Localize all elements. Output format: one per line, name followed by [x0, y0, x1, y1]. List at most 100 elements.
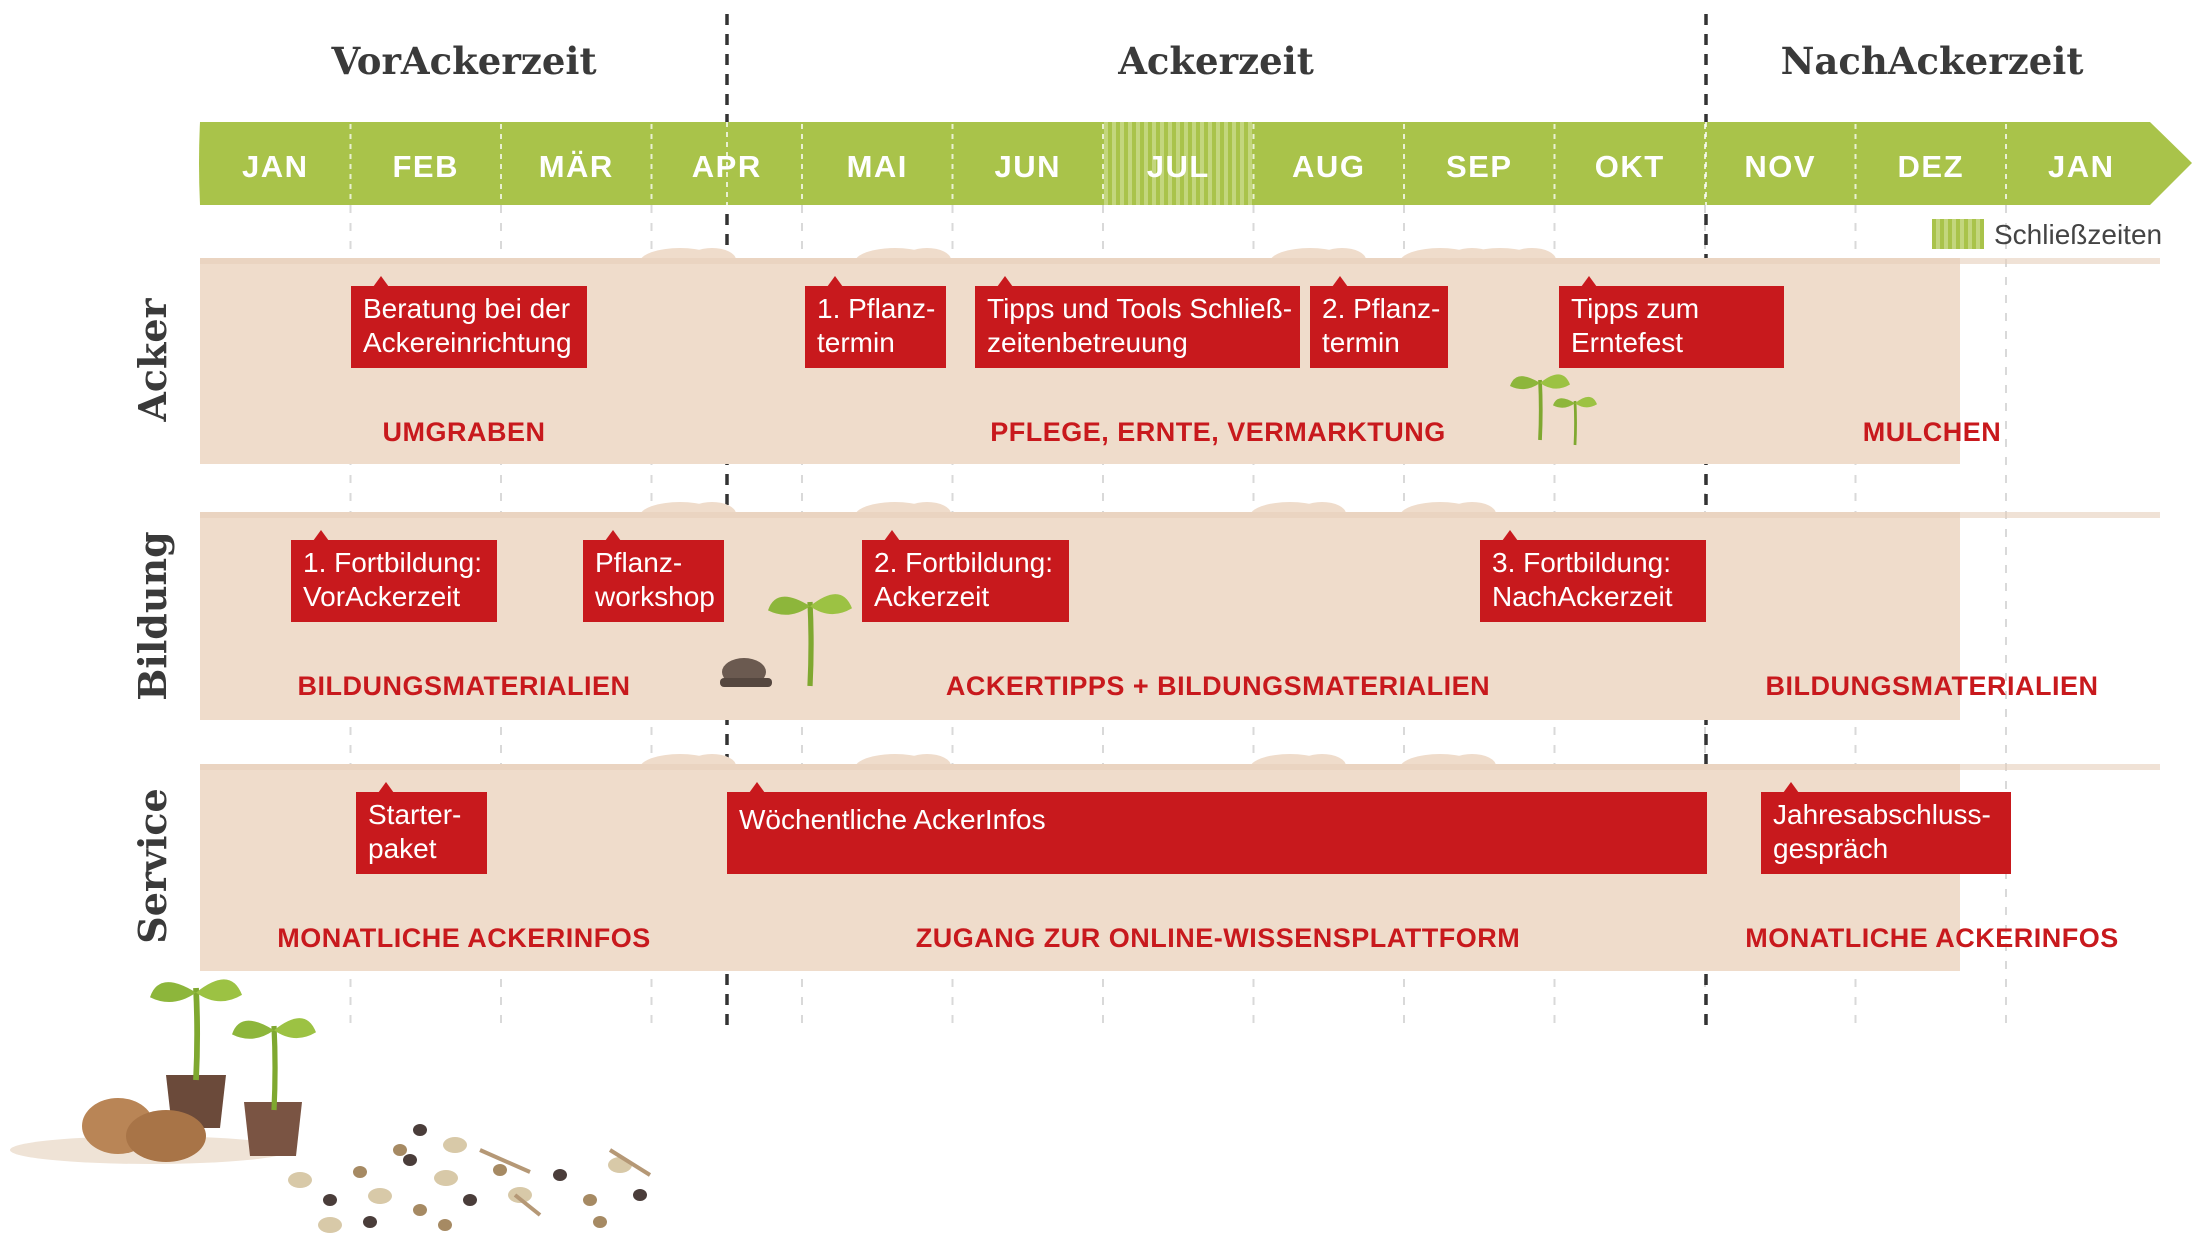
seed: [633, 1189, 647, 1201]
straw: [513, 1193, 542, 1217]
seed: [438, 1219, 452, 1231]
event-pointer: [378, 782, 394, 793]
event-box: 2. Pflanz-termin: [1310, 276, 1448, 368]
seed: [403, 1154, 417, 1166]
row-band-edge: [200, 512, 2160, 518]
plant-pot: [244, 1102, 302, 1156]
legend-swatch: [1932, 219, 1984, 249]
event-text: zeitenbetreuung: [987, 327, 1188, 358]
month-label: JUN: [994, 149, 1061, 184]
seed: [413, 1124, 427, 1136]
event-text: termin: [1322, 327, 1400, 358]
event-rect: [1480, 540, 1706, 622]
seed: [413, 1204, 427, 1216]
event-pointer: [1581, 276, 1597, 287]
event-rect: [805, 286, 946, 368]
plants-and-seeds-illustration: [10, 1075, 652, 1233]
activity-label: ZUGANG ZUR ONLINE-WISSENSPLATTFORM: [916, 923, 1520, 953]
row-band-edge: [200, 764, 2160, 770]
month-label: AUG: [1292, 149, 1365, 184]
activity-label: BILDUNGSMATERIALIEN: [298, 671, 631, 701]
seed: [508, 1187, 532, 1203]
sprout-icon: [1510, 374, 1570, 441]
event-text: Erntefest: [1571, 327, 1683, 358]
month-label: DEZ: [1898, 149, 1965, 184]
event-rect: [291, 540, 497, 622]
seed: [363, 1216, 377, 1228]
seed: [288, 1172, 312, 1188]
closure-month-highlight: [1103, 122, 1254, 205]
seed: [368, 1188, 392, 1204]
event-pointer: [997, 276, 1013, 287]
event-pointer: [884, 530, 900, 541]
legend-label: Schließzeiten: [1994, 219, 2162, 250]
seed: [443, 1137, 467, 1153]
sprout-icon: [232, 1018, 316, 1111]
event-pointer: [1332, 276, 1348, 287]
month-label: JAN: [2048, 149, 2115, 184]
month-label: JAN: [242, 149, 309, 184]
phase-heading: NachAckerzeit: [1781, 39, 2084, 83]
activity-label: MULCHEN: [1863, 417, 2002, 447]
event-text: NachAckerzeit: [1492, 581, 1673, 612]
event-text: 1. Fortbildung:: [303, 547, 482, 578]
activity-label: PFLEGE, ERNTE, VERMARKTUNG: [990, 417, 1446, 447]
event-text: paket: [368, 833, 437, 864]
month-label: MÄR: [539, 149, 614, 184]
month-label: JUL: [1147, 149, 1210, 184]
event-pointer: [827, 276, 843, 287]
phase-heading: VorAckerzeit: [330, 39, 596, 83]
event-box: Tipps und Tools Schließ-zeitenbetreuung: [975, 276, 1300, 368]
event-text: Ackerzeit: [874, 581, 989, 612]
event-pointer: [605, 530, 621, 541]
event-box: Pflanz-workshop: [583, 530, 724, 622]
event-text: 2. Fortbildung:: [874, 547, 1053, 578]
event-pointer: [1783, 782, 1799, 793]
event-rect: [351, 286, 587, 368]
event-pointer: [1502, 530, 1518, 541]
row-bildung: Bildung 1. Fortbildung:VorAckerzeit Pflanz…: [130, 502, 2160, 720]
event-text: Pflanz-: [595, 547, 682, 578]
seed: [353, 1166, 367, 1178]
event-text: Jahresabschluss-: [1773, 799, 1991, 830]
event-pointer: [373, 276, 389, 287]
sprout-icon: [150, 979, 242, 1081]
event-pointer: [749, 782, 765, 793]
month-label: FEB: [393, 149, 460, 184]
row-label: Bildung: [130, 531, 175, 700]
event-box: 1. Fortbildung:VorAckerzeit: [291, 530, 497, 622]
event-text: VorAckerzeit: [303, 581, 460, 612]
seed: [393, 1144, 407, 1156]
activity-label: UMGRABEN: [383, 417, 546, 447]
activity-label: BILDUNGSMATERIALIEN: [1766, 671, 2099, 701]
event-text: workshop: [594, 581, 715, 612]
event-rect: [1310, 286, 1448, 368]
seed: [434, 1170, 458, 1186]
event-box: Wöchentliche AckerInfos: [727, 782, 1707, 874]
seed: [493, 1164, 507, 1176]
snail-icon: [720, 658, 772, 687]
event-box: 2. Fortbildung:Ackerzeit: [862, 530, 1069, 622]
event-rect: [356, 792, 487, 874]
event-text: 1. Pflanz-: [817, 293, 935, 324]
row-band-edge: [200, 258, 2160, 264]
event-text: Tipps zum: [1571, 293, 1699, 324]
seed: [583, 1194, 597, 1206]
event-box: 1. Pflanz-termin: [805, 276, 946, 368]
seed: [553, 1169, 567, 1181]
seed: [318, 1217, 342, 1233]
event-rect: [583, 540, 724, 622]
event-box: Starter-paket: [356, 782, 487, 874]
event-text: Ackereinrichtung: [363, 327, 572, 358]
row-label: Acker: [130, 297, 175, 422]
sprout-icon: [1553, 396, 1597, 446]
straw: [608, 1148, 652, 1177]
activity-label: ACKERTIPPS + BILDUNGSMATERIALIEN: [946, 671, 1490, 701]
event-text: 3. Fortbildung:: [1492, 547, 1671, 578]
event-rect: [1559, 286, 1784, 368]
